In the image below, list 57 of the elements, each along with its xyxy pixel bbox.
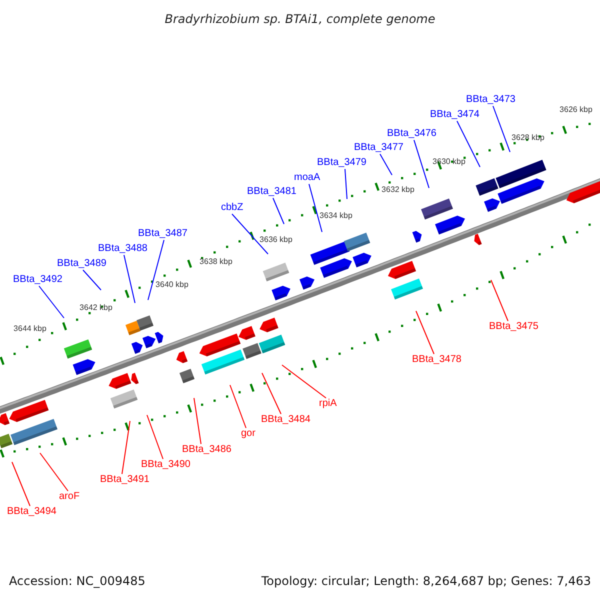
leader-line [232, 214, 268, 254]
leader-line [148, 240, 164, 300]
gene-label: BBta_3492 [13, 274, 62, 286]
gene-label: BBta_3484 [261, 414, 310, 426]
gene-label: BBta_3487 [138, 228, 188, 240]
gene-label: BBta_3473 [466, 94, 516, 106]
gene-label: aroF [59, 491, 80, 503]
gene-label: BBta_3490 [141, 459, 190, 471]
accession-number: Accession: NC_009485 [9, 574, 146, 588]
position-label: 3632 kbp [382, 185, 414, 195]
title: Bradyrhizobium sp. BTAi1, complete genome [164, 11, 436, 28]
leader-line [146, 414, 164, 460]
leader-line [124, 254, 136, 304]
position-label: 3634 kbp [320, 211, 352, 221]
position-label: 3630 kbp [432, 157, 466, 167]
gene-label: BBta_3478 [412, 354, 462, 366]
gene-label: BBta_3481 [247, 186, 296, 198]
leader-line [12, 462, 30, 506]
genome-stats: Topology: circular; Length: 8,264,687 bp; Genes: 7,463 [261, 574, 591, 588]
gene-label: BBta_3491 [100, 474, 150, 486]
gene-label: BBta_3474 [430, 109, 480, 121]
gene-label: BBta_3479 [317, 157, 366, 169]
leader-line [82, 270, 102, 290]
leader-line [38, 286, 64, 318]
gene-label: BBta_3475 [489, 321, 538, 333]
position-label: 3628 kbp [512, 133, 544, 143]
gene-label: BBta_3476 [387, 128, 436, 140]
position-label: 3640 kbp [156, 280, 188, 290]
gene-label: rpiA [319, 398, 337, 410]
position-label: 3638 kbp [200, 257, 232, 267]
position-label: 3642 kbp [80, 303, 112, 313]
leader-line [416, 310, 434, 354]
leader-line [230, 384, 246, 428]
position-label: 3626 kbp [560, 105, 592, 115]
leader-line [122, 420, 130, 474]
position-label: 3644 kbp [14, 324, 46, 334]
leader-line [344, 168, 348, 200]
gene-label: BBta_3494 [7, 506, 56, 518]
gene-label: BBta_3477 [354, 142, 404, 154]
gene-label: BBta_3488 [98, 243, 148, 255]
gene-label: BBta_3489 [57, 258, 106, 270]
leader-line [262, 372, 282, 414]
leader-line [194, 398, 202, 444]
gene-label: cbbZ [221, 202, 244, 214]
leader-line [492, 106, 510, 152]
leader-line [308, 184, 322, 232]
leader-line [40, 452, 68, 492]
gene-label: gor [241, 428, 256, 440]
leader-line [380, 154, 392, 176]
gene-label: BBta_3486 [182, 444, 232, 456]
position-label: 3636 kbp [260, 235, 292, 245]
gene-label: moaA [294, 172, 320, 184]
leader-line [456, 120, 480, 168]
leader-line [282, 364, 326, 398]
leader-line [490, 280, 508, 322]
leader-line [414, 140, 430, 188]
leader-line [272, 198, 284, 224]
